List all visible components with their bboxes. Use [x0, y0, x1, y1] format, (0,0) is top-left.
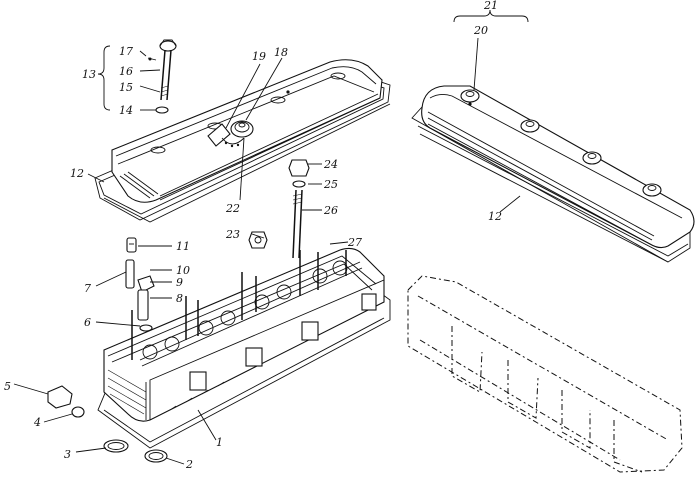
- rocker-gear: [139, 260, 363, 367]
- callout-16: 16: [119, 65, 133, 78]
- callout-5: 5: [4, 380, 11, 393]
- callout-13: 13: [82, 68, 96, 81]
- callout-15: 15: [119, 81, 133, 94]
- callout-2: 2: [185, 458, 193, 471]
- oil-filler-cap: [207, 120, 254, 148]
- cover-stud: [147, 39, 177, 114]
- callout-12-left: 12: [70, 167, 84, 180]
- stud-assembly-center: [248, 159, 310, 259]
- callout-23: 23: [225, 228, 240, 241]
- callout-12-right: 12: [488, 210, 502, 223]
- callout-labels: 17 16 15 14 13 12 19 18 22 24 25 26 23 2…: [4, 0, 502, 471]
- callout-14: 14: [119, 104, 133, 117]
- callout-9: 9: [176, 276, 183, 289]
- bracket-21: [453, 9, 529, 23]
- callout-6: 6: [84, 316, 91, 329]
- leader-lines: [13, 37, 521, 465]
- callout-24: 24: [323, 158, 338, 171]
- callout-22: 22: [225, 202, 240, 215]
- callout-18: 18: [274, 46, 288, 59]
- valve-cover-left: [94, 59, 391, 223]
- callout-8: 8: [176, 292, 183, 305]
- callout-27: 27: [347, 236, 362, 249]
- callout-19: 19: [252, 50, 266, 63]
- callout-21: 21: [483, 0, 498, 12]
- callout-25: 25: [323, 178, 338, 191]
- callout-26: 26: [323, 204, 338, 217]
- callout-7: 7: [84, 282, 91, 295]
- phantom-head: [407, 275, 683, 473]
- callout-11: 11: [176, 240, 190, 253]
- callout-20: 20: [473, 24, 488, 37]
- cylinder-head: [47, 247, 391, 463]
- valve-cover-right: [411, 85, 695, 263]
- callout-4: 4: [33, 416, 41, 429]
- bracket-13: [97, 45, 111, 111]
- callout-3: 3: [64, 448, 71, 461]
- callout-17: 17: [119, 45, 133, 58]
- valve-guides: [125, 237, 155, 332]
- callout-1: 1: [216, 436, 223, 449]
- callout-10: 10: [176, 264, 190, 277]
